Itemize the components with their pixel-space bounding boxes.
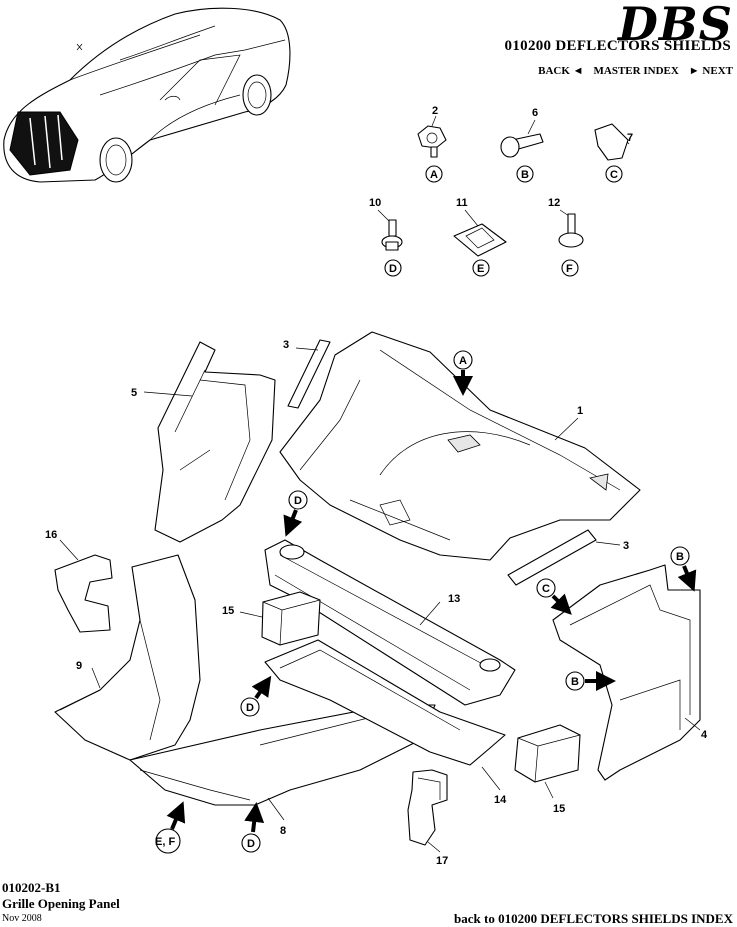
svg-text:D: D	[247, 838, 255, 850]
circle-letter-A: A	[430, 169, 438, 181]
diagram-name: Grille Opening Panel	[2, 896, 120, 911]
hardware-item-6: 6 B	[500, 107, 544, 183]
brand-logo: DBS	[618, 0, 733, 51]
callout-8: 8	[280, 825, 286, 837]
arrow-A-panel: A	[453, 350, 473, 396]
part-14-tray: 14	[264, 639, 507, 806]
circle-letter-D: D	[389, 263, 397, 275]
circle-letter-C: C	[610, 169, 618, 181]
callout-5: 5	[131, 387, 137, 399]
circle-letter-F: F	[566, 263, 573, 275]
callout-16: 16	[45, 529, 57, 541]
hardware-item-7: 7 C	[594, 123, 633, 183]
callout-3-upper: 3	[283, 339, 289, 351]
svg-text:B: B	[676, 551, 684, 563]
part-17-bracket: 17	[407, 769, 448, 867]
master-index-link[interactable]: MASTER INDEX	[593, 65, 679, 77]
callout-10: 10	[369, 197, 381, 209]
part-15-block-left: 15	[222, 591, 321, 646]
callout-17: 17	[436, 855, 448, 867]
callout-13: 13	[448, 593, 460, 605]
part-3-strip-lower: 3	[507, 529, 629, 586]
callout-4: 4	[701, 729, 708, 741]
callout-1: 1	[577, 405, 583, 417]
svg-text:C: C	[542, 583, 550, 595]
back-link[interactable]: BACK ◄	[538, 65, 584, 77]
arrow-C-right: C	[536, 578, 572, 615]
callout-12: 12	[548, 197, 560, 209]
arrow-EF-duct: E, F	[155, 801, 186, 854]
svg-text:B: B	[571, 676, 579, 688]
callout-7: 7	[627, 132, 633, 144]
part-4-side-shield: 4	[552, 564, 708, 781]
arrow-D-duct: D	[241, 802, 265, 853]
next-link[interactable]: ► NEXT	[688, 65, 733, 77]
svg-text:D: D	[246, 702, 254, 714]
part-1-undertray: 1	[279, 331, 641, 561]
svg-text:D: D	[294, 495, 302, 507]
callout-3-lower: 3	[623, 540, 629, 552]
svg-text:E, F: E, F	[155, 836, 175, 848]
arrow-B-top: B	[670, 546, 697, 592]
hardware-item-2: 2 A	[417, 105, 447, 183]
callout-15-right: 15	[553, 803, 565, 815]
arrow-D-tray: D	[240, 675, 272, 717]
svg-text:A: A	[459, 355, 467, 367]
diagram-code: 010202-B1	[2, 880, 61, 895]
part-3-strip-upper: 3	[283, 339, 331, 409]
arrow-D-brace: D	[283, 490, 308, 537]
part-5-bracket: 5	[131, 341, 276, 543]
diagram-date: Nov 2008	[2, 913, 42, 924]
callout-9: 9	[76, 660, 82, 672]
nav-bar: BACK ◄ MASTER INDEX ► NEXT	[538, 65, 733, 77]
car-illustration-icon	[3, 7, 291, 183]
hardware-item-12: 12 F	[548, 197, 584, 277]
part-15-block-right: 15	[514, 724, 581, 815]
back-to-index-link[interactable]: back to 010200 DEFLECTORS SHIELDS INDEX	[454, 911, 733, 926]
circle-letter-B: B	[521, 169, 529, 181]
part-16-piece: 16	[45, 529, 113, 633]
page-title: 010200 DEFLECTORS SHIELDS	[504, 38, 731, 54]
callout-6: 6	[532, 107, 538, 119]
callout-15-left: 15	[222, 605, 234, 617]
arrow-B-mid: B	[565, 671, 616, 691]
callout-14: 14	[494, 794, 507, 806]
hardware-item-10: 10 D	[369, 197, 403, 277]
part-13-crossbrace: 13	[264, 539, 516, 706]
callout-2: 2	[432, 105, 438, 117]
callout-11: 11	[456, 197, 468, 209]
circle-letter-E: E	[477, 263, 484, 275]
hardware-item-11: 11 E	[453, 197, 507, 277]
